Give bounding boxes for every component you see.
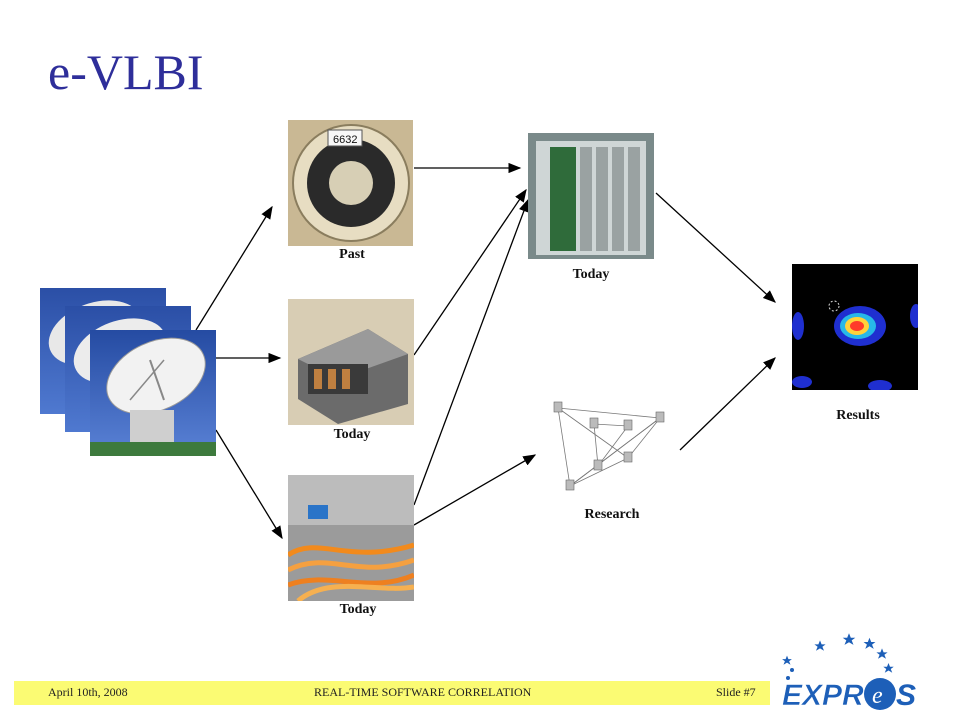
arrow-disk-to-correlator [413,188,527,356]
footer-slide-number: Slide #7 [716,685,756,699]
fiber-network-photo [288,475,414,601]
footer-date: April 10th, 2008 [48,685,128,699]
arrow-dishes-to-fiber [215,429,283,540]
caption-today-correlator: Today [572,267,610,282]
caption-today-disk: Today [333,427,371,442]
arrow-correlator-to-results [655,192,776,303]
svg-text:6632: 6632 [333,134,357,146]
expres-logo: EXPR e S [776,630,956,715]
footer-title: REAL-TIME SOFTWARE CORRELATION [314,685,532,699]
arrow-fiber-to-research [413,454,537,526]
caption-today-fiber: Today [339,602,377,617]
arrow-research-to-results [679,357,776,451]
arrow-dishes-to-past [195,205,273,331]
disk-module-photo [288,299,414,425]
caption-research: Research [584,507,640,522]
slide-title: e-VLBI [48,44,204,100]
radio-telescope-photo-front [90,330,216,456]
svg-text:EXPR: EXPR [782,679,864,712]
tape-reel-photo: 6632 [288,120,413,246]
footer-bar: April 10th, 2008 REAL-TIME SOFTWARE CORR… [14,681,770,705]
arrow-fiber-to-correlator [413,198,529,506]
caption-past: Past [339,247,365,262]
svg-text:e: e [872,683,883,709]
correlator-rack-photo [528,133,654,259]
svg-text:S: S [896,679,916,712]
caption-results: Results [836,408,880,423]
results-image [792,264,918,390]
research-network-diagram [548,396,672,500]
